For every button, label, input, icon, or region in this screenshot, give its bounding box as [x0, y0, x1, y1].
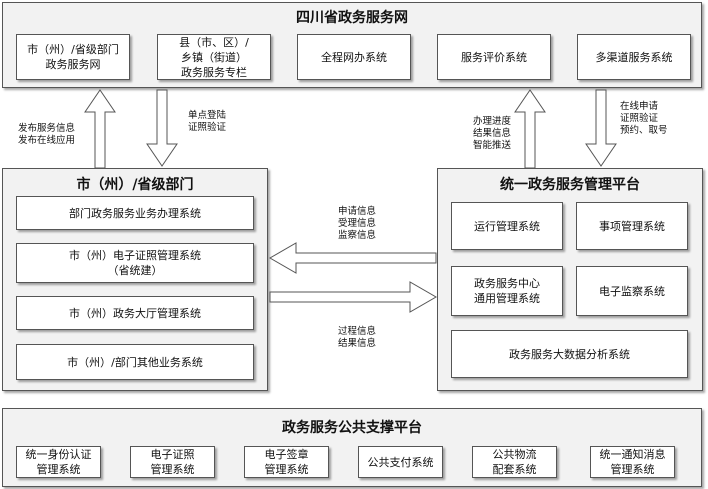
left-item-other-systems: 市（州）/部门其他业务系统	[16, 344, 254, 380]
support-platform-frame	[2, 408, 702, 487]
unified-platform-title: 统一政务服务管理平台	[500, 177, 640, 193]
unified-item-center-general: 政务服务中心 通用管理系统	[451, 266, 563, 316]
arrow-right-process-info	[269, 281, 438, 313]
arrow-up-publish	[84, 89, 116, 169]
unified-item-operation: 运行管理系统	[451, 202, 563, 250]
left-item-business-system: 部门政务服务业务办理系统	[16, 196, 254, 230]
label-process-info: 过程信息 结果信息	[338, 326, 377, 349]
arrow-down-sso	[146, 89, 178, 167]
arrow-left-apply-info	[268, 242, 437, 274]
support-item-payment: 公共支付系统	[358, 446, 443, 478]
left-dept-title: 市（州）/省级部门	[76, 177, 194, 193]
top-item-city-dept-portal: 市（州）/省级部门 政务服务网	[16, 34, 130, 80]
label-apply-info: 申请信息 受理信息 监察信息	[338, 206, 377, 241]
unified-item-e-supervision: 电子监察系统	[576, 266, 688, 316]
top-item-county-column: 县（市、区）/ 乡镇（街道） 政务服务专栏	[157, 34, 271, 80]
support-item-identity: 统一身份认证 管理系统	[16, 446, 101, 478]
top-item-evaluation-system: 服务评价系统	[437, 34, 551, 80]
label-online-apply: 在线申请 证照验证 预约、取号	[620, 101, 668, 136]
support-item-logistics: 公共物流 配套系统	[472, 446, 557, 478]
arrow-down-online-apply	[585, 89, 617, 167]
top-item-online-system: 全程网办系统	[297, 34, 411, 80]
top-item-multichannel-system: 多渠道服务系统	[577, 34, 691, 80]
support-item-notification: 统一通知消息 管理系统	[590, 446, 675, 478]
arrow-up-progress	[514, 89, 546, 169]
unified-item-big-data: 政务服务大数据分析系统	[451, 330, 688, 378]
support-item-signature: 电子签章 管理系统	[244, 446, 329, 478]
label-progress: 办理进度 结果信息 智能推送	[473, 116, 512, 151]
left-item-license-system: 市（州）电子证照管理系统 （省统建）	[16, 243, 254, 283]
support-item-license: 电子证照 管理系统	[130, 446, 215, 478]
support-platform-title: 政务服务公共支撑平台	[282, 420, 422, 436]
label-publish: 发布服务信息 发布在线应用	[18, 123, 76, 146]
top-platform-title: 四川省政务服务网	[296, 10, 408, 26]
left-item-hall-system: 市（州）政务大厅管理系统	[16, 296, 254, 330]
unified-item-matters: 事项管理系统	[576, 202, 688, 250]
label-sso: 单点登陆 证照验证	[188, 110, 227, 133]
